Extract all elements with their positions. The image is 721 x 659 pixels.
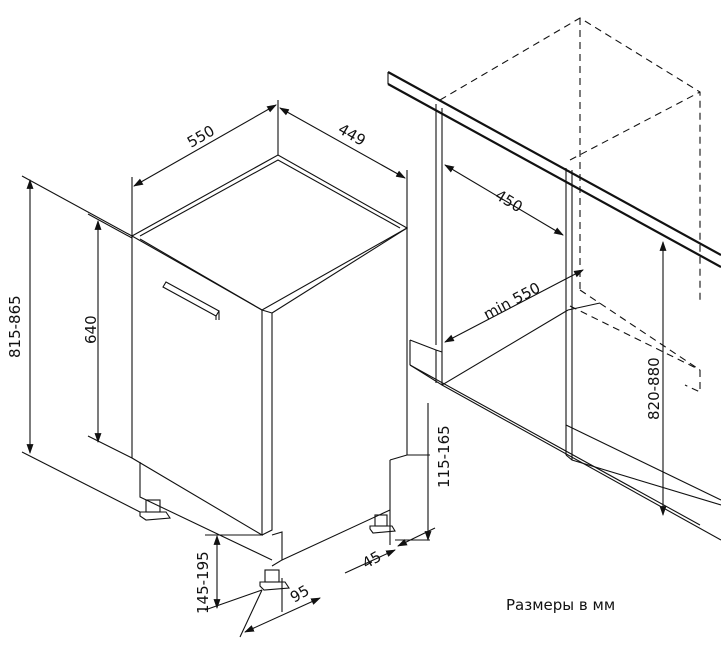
dimension-depth: 550 (131, 100, 279, 236)
label-niche-height: 820-880 (645, 357, 663, 420)
dimension-niche-height: 820-880 (645, 241, 667, 516)
label-front-leg-height: 145-195 (194, 551, 212, 614)
door-handle (162, 281, 220, 317)
label-width: 449 (335, 120, 369, 150)
label-rear-offset: 45 (359, 547, 385, 572)
dimension-rear-leg-height: 115-165 (395, 403, 453, 541)
label-niche-min-depth: min 550 (480, 279, 543, 324)
dimension-door-height: 640 (82, 213, 133, 459)
front-right-foot (259, 569, 290, 591)
label-niche-depth: 450 (492, 186, 526, 216)
label-depth: 550 (184, 122, 218, 152)
rear-foot (369, 514, 396, 534)
dimension-rear-offset: 45 (344, 510, 436, 574)
dimension-niche-depth: 450 (444, 164, 564, 236)
units-note: Размеры в мм (506, 596, 615, 614)
dishwasher-body (130, 154, 409, 591)
label-overall-height: 815-865 (6, 295, 24, 358)
label-rear-leg-height: 115-165 (435, 425, 453, 488)
dimension-overall-height: 815-865 (6, 175, 141, 513)
dimension-front-leg-height: 145-195 (194, 534, 263, 614)
dimension-width: 449 (279, 107, 408, 228)
label-door-height: 640 (82, 315, 100, 344)
dimension-niche-min-depth: min 550 (444, 269, 584, 343)
dimension-plinth-offset: 95 (239, 578, 321, 638)
front-left-foot (139, 499, 171, 521)
niche-cabinet (387, 17, 721, 541)
